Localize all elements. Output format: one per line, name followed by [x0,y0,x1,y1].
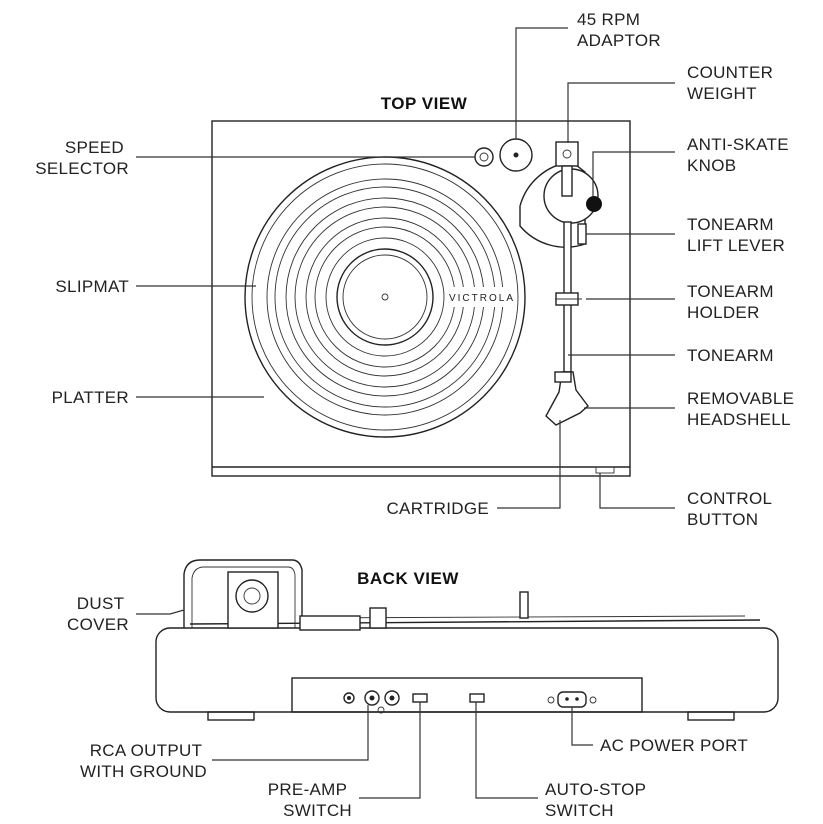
label-control-button: CONTROL BUTTON [687,489,777,529]
back-view-title: BACK VIEW [357,569,459,588]
label-speed-selector: SPEED SELECTOR [35,138,129,178]
top-view-title: TOP VIEW [381,94,468,113]
label-tonearm-holder: TONEARM HOLDER [687,282,779,322]
tonearm-assembly [519,141,602,426]
label-auto-stop-switch: AUTO-STOP SWITCH [545,780,651,819]
label-tonearm: TONEARM [687,346,774,365]
label-slipmat: SLIPMAT [55,277,129,296]
labels: 45 RPM ADAPTOR COUNTER WEIGHT SPEED SELE… [35,10,799,820]
brand-logo: VICTROLA [449,293,515,304]
dust-cover [183,559,303,628]
callout-lines [136,27,675,799]
back-panel [291,677,643,714]
label-platter: PLATTER [52,388,129,407]
turntable-back-body [155,571,779,721]
label-45-rpm-adaptor: 45 RPM ADAPTOR [577,10,661,50]
label-tonearm-lift-lever: TONEARM LIFT LEVER [687,215,785,255]
label-dust-cover: DUST COVER [67,594,129,634]
speed-selector-and-adaptor [474,138,533,172]
label-counter-weight: COUNTER WEIGHT [687,63,778,103]
label-ac-power-port: AC POWER PORT [600,736,748,755]
label-removable-headshell: REMOVABLE HEADSHELL [687,389,799,429]
label-pre-amp-switch: PRE-AMP SWITCH [268,780,352,819]
label-cartridge: CARTRIDGE [386,499,489,518]
platter-and-slipmat: VICTROLA [244,156,526,438]
label-rca-output: RCA OUTPUT WITH GROUND [80,741,207,781]
label-anti-skate-knob: ANTI-SKATE KNOB [687,135,794,175]
